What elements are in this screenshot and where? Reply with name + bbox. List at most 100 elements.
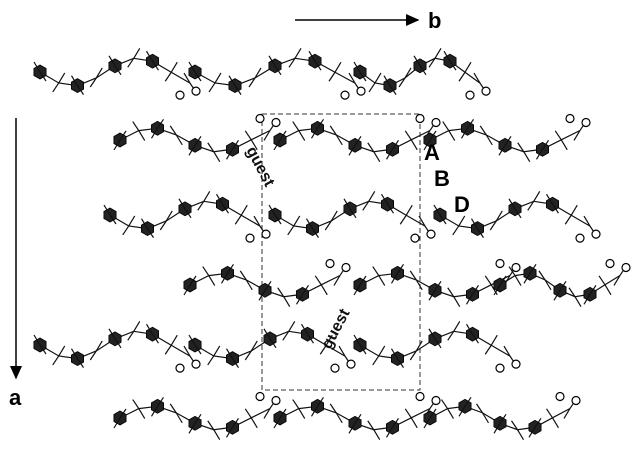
side-bond — [227, 263, 234, 274]
side-bond — [499, 275, 507, 286]
side-bond — [324, 220, 332, 231]
side-bond — [244, 350, 252, 361]
oxygen-atom — [330, 363, 340, 373]
side-bond — [553, 290, 561, 301]
side-bond — [390, 273, 399, 284]
oxygen-atom — [191, 359, 201, 369]
side-bond — [150, 128, 159, 139]
side-bond — [188, 334, 196, 346]
side-bond — [498, 145, 506, 156]
side-bond — [183, 72, 191, 84]
oxygen-atom — [415, 391, 425, 402]
side-bond — [465, 323, 474, 335]
side-bond — [269, 338, 277, 349]
side-bond — [368, 191, 376, 202]
side-bond — [349, 208, 357, 219]
side-bond — [58, 72, 66, 84]
side-bond — [552, 203, 559, 214]
side-bond — [419, 65, 427, 76]
side-bond — [484, 344, 492, 355]
side-bond — [58, 345, 66, 357]
side-bond — [392, 417, 399, 428]
side-bond — [383, 75, 391, 86]
side-bond — [164, 71, 172, 82]
side-bond — [423, 417, 431, 429]
side-bond — [404, 408, 412, 419]
side-bond — [263, 408, 271, 419]
side-bond — [33, 61, 41, 73]
guest-label-upper: guest — [242, 144, 277, 190]
side-bond — [152, 60, 159, 71]
side-bond — [338, 345, 346, 357]
side-bond — [89, 77, 97, 88]
side-bond — [359, 344, 367, 355]
side-bond — [194, 413, 202, 424]
side-bond — [392, 139, 399, 150]
oxygen-atom — [426, 229, 436, 239]
side-bond — [389, 85, 397, 95]
side-bond — [504, 135, 512, 146]
side-bond — [184, 208, 192, 219]
side-bond — [39, 71, 47, 82]
side-bond — [439, 214, 447, 225]
side-bond — [263, 130, 271, 141]
side-bond — [554, 130, 562, 141]
side-bond — [220, 273, 229, 284]
side-bond — [145, 323, 154, 335]
side-bond — [348, 423, 356, 434]
side-bond — [308, 50, 316, 62]
side-bond — [390, 348, 399, 359]
side-bond — [563, 408, 571, 419]
oxygen-atom — [431, 395, 441, 406]
side-bond — [263, 328, 271, 340]
side-bond — [183, 284, 191, 296]
side-bond — [545, 193, 554, 205]
oxygen-atom — [621, 262, 631, 273]
oxygen-atom — [175, 363, 185, 373]
side-bond — [95, 67, 103, 79]
side-bond — [122, 225, 130, 236]
side-bond — [399, 214, 407, 225]
side-bond — [434, 48, 442, 59]
side-bond — [484, 275, 492, 286]
side-bond — [254, 67, 262, 79]
side-bond — [354, 413, 362, 424]
side-bond — [147, 228, 154, 238]
side-bond — [250, 417, 258, 429]
side-bond — [573, 130, 581, 141]
side-bond — [372, 355, 380, 366]
side-bond — [89, 350, 97, 361]
side-bond — [409, 270, 417, 281]
side-bond — [508, 198, 516, 210]
side-bond — [132, 399, 140, 409]
side-bond — [119, 130, 127, 141]
side-bond — [325, 334, 333, 346]
b-axis-label: b — [428, 8, 441, 33]
side-bond — [467, 118, 474, 129]
side-bond — [175, 412, 183, 424]
side-bond — [273, 417, 281, 429]
side-bond — [213, 345, 221, 357]
side-bond — [354, 135, 362, 146]
side-bond — [334, 61, 342, 73]
side-bond — [314, 60, 322, 71]
side-bond — [77, 358, 84, 368]
side-bond — [119, 408, 127, 419]
side-bond — [481, 412, 490, 424]
side-bond — [133, 321, 141, 332]
side-bond — [320, 284, 328, 296]
side-bond — [70, 75, 79, 86]
side-bond — [542, 139, 549, 150]
side-bond — [387, 203, 394, 214]
side-bond — [409, 350, 417, 361]
side-bond — [292, 121, 300, 131]
oxygen-atom — [356, 86, 366, 96]
side-bond — [197, 200, 205, 211]
side-bond — [108, 55, 116, 67]
side-bond — [583, 215, 591, 227]
side-bond — [77, 85, 84, 95]
side-bond — [208, 82, 216, 93]
side-bond — [157, 118, 164, 129]
side-bond — [495, 210, 503, 222]
side-bond — [472, 333, 479, 344]
